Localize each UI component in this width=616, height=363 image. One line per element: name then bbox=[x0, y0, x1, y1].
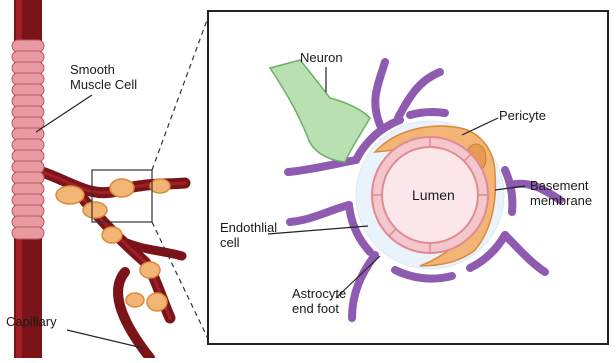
label-smooth-muscle-cell: Smooth Muscle Cell bbox=[70, 62, 137, 92]
smooth-muscle-ring bbox=[12, 95, 44, 107]
smooth-muscle-ring bbox=[12, 84, 44, 96]
smooth-muscle-ring bbox=[12, 194, 44, 206]
smooth-muscle-ring bbox=[12, 73, 44, 85]
smooth-muscle-ring bbox=[12, 216, 44, 228]
label-lumen: Lumen bbox=[412, 188, 455, 203]
smooth-muscle-ring bbox=[12, 183, 44, 195]
label-capillary: Capillary bbox=[6, 314, 57, 329]
label-astrocyte-end-foot: Astrocyte end foot bbox=[292, 286, 346, 316]
smooth-muscle-ring bbox=[12, 139, 44, 151]
smooth-muscle-ring bbox=[12, 161, 44, 173]
smooth-muscle-cells bbox=[12, 40, 44, 239]
smooth-muscle-ring bbox=[12, 106, 44, 118]
label-neuron: Neuron bbox=[300, 50, 343, 65]
zoom-connector-top bbox=[152, 12, 210, 170]
label-endothelial-cell: Endothlial cell bbox=[220, 220, 277, 250]
smooth-muscle-ring bbox=[12, 150, 44, 162]
smooth-muscle-ring bbox=[12, 227, 44, 239]
smooth-muscle-ring bbox=[12, 172, 44, 184]
label-basement-membrane: Basement membrane bbox=[530, 178, 592, 208]
smooth-muscle-ring bbox=[12, 40, 44, 52]
label-pericyte: Pericyte bbox=[499, 108, 546, 123]
smooth-muscle-ring bbox=[12, 62, 44, 74]
smooth-muscle-ring bbox=[12, 205, 44, 217]
smooth-muscle-ring bbox=[12, 117, 44, 129]
smooth-muscle-ring bbox=[12, 51, 44, 63]
